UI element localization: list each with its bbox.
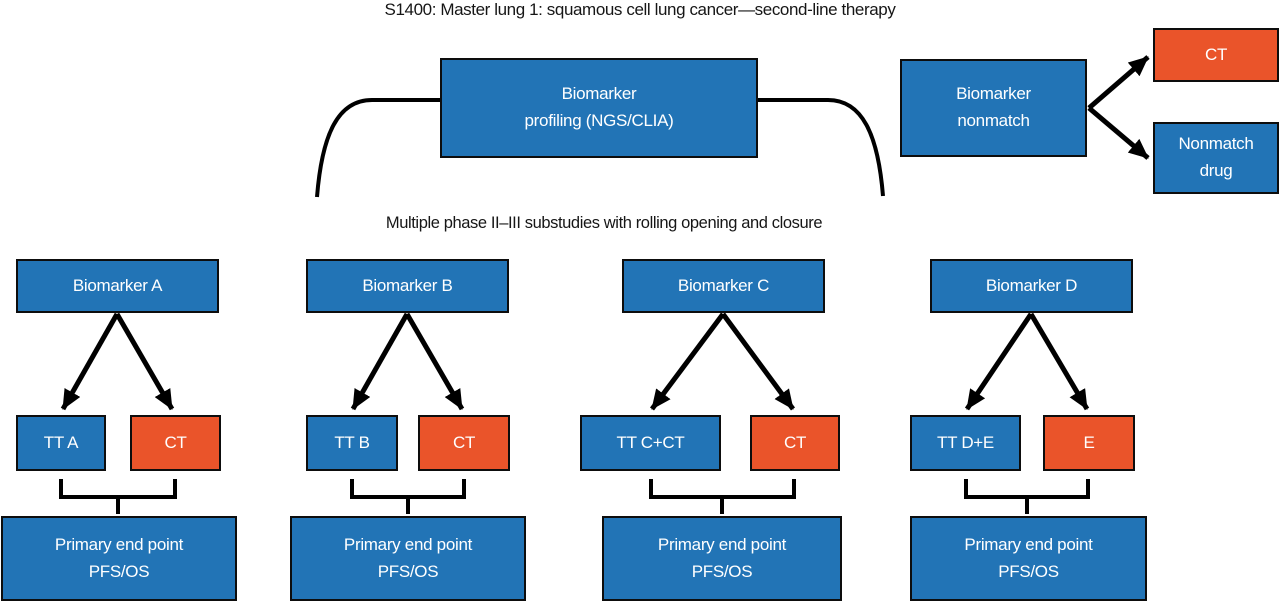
biomarker-profiling-box: Biomarker profiling (NGS/CLIA) <box>440 58 758 158</box>
bracket-b <box>350 479 466 514</box>
bracket-c <box>649 479 796 514</box>
arrow-biomarker-d-to-control <box>1028 312 1090 411</box>
arm-control-d-box: E <box>1043 415 1135 471</box>
arm-tt-a-box: TT A <box>16 415 106 471</box>
left-paren-curve <box>315 98 442 198</box>
arm-tt-c-box: TT C+CT <box>580 415 721 471</box>
diagram-title: S1400: Master lung 1: squamous cell lung… <box>384 0 896 19</box>
biomarker-nonmatch-box: Biomarker nonmatch <box>900 59 1087 157</box>
nonmatch-ct-box: CT <box>1153 28 1279 82</box>
biomarker-d-box: Biomarker D <box>930 259 1133 313</box>
arm-tt-b-box: TT B <box>306 415 398 471</box>
arm-tt-d-box: TT D+E <box>910 415 1021 471</box>
bracket-a <box>59 479 177 514</box>
arrow-biomarker-b-to-tt <box>350 312 410 411</box>
arrow-nonmatch-to-drug <box>1087 106 1150 160</box>
biomarker-b-box: Biomarker B <box>306 259 509 313</box>
arrow-biomarker-b-to-control <box>404 312 465 411</box>
arrow-nonmatch-to-ct <box>1087 55 1150 110</box>
arm-control-c-box: CT <box>750 415 840 471</box>
arrow-biomarker-d-to-tt <box>964 312 1034 411</box>
endpoint-a-box: Primary end point PFS/OS <box>1 516 237 601</box>
arm-control-b-box: CT <box>418 415 510 471</box>
bracket-d <box>964 479 1090 514</box>
endpoint-c-box: Primary end point PFS/OS <box>602 516 842 601</box>
right-paren-curve <box>758 98 885 197</box>
endpoint-d-box: Primary end point PFS/OS <box>910 516 1147 601</box>
substudies-caption: Multiple phase II–III substudies with ro… <box>385 214 823 232</box>
biomarker-a-box: Biomarker A <box>16 259 219 313</box>
arm-control-a-box: CT <box>130 415 221 471</box>
nonmatch-drug-box: Nonmatch drug <box>1153 122 1279 194</box>
arrow-biomarker-a-to-tt <box>60 312 120 411</box>
arrow-biomarker-c-to-tt <box>649 312 726 411</box>
arrow-biomarker-a-to-control <box>114 312 175 411</box>
biomarker-c-box: Biomarker C <box>622 259 825 313</box>
endpoint-b-box: Primary end point PFS/OS <box>290 516 526 601</box>
arrow-biomarker-c-to-control <box>720 312 796 411</box>
